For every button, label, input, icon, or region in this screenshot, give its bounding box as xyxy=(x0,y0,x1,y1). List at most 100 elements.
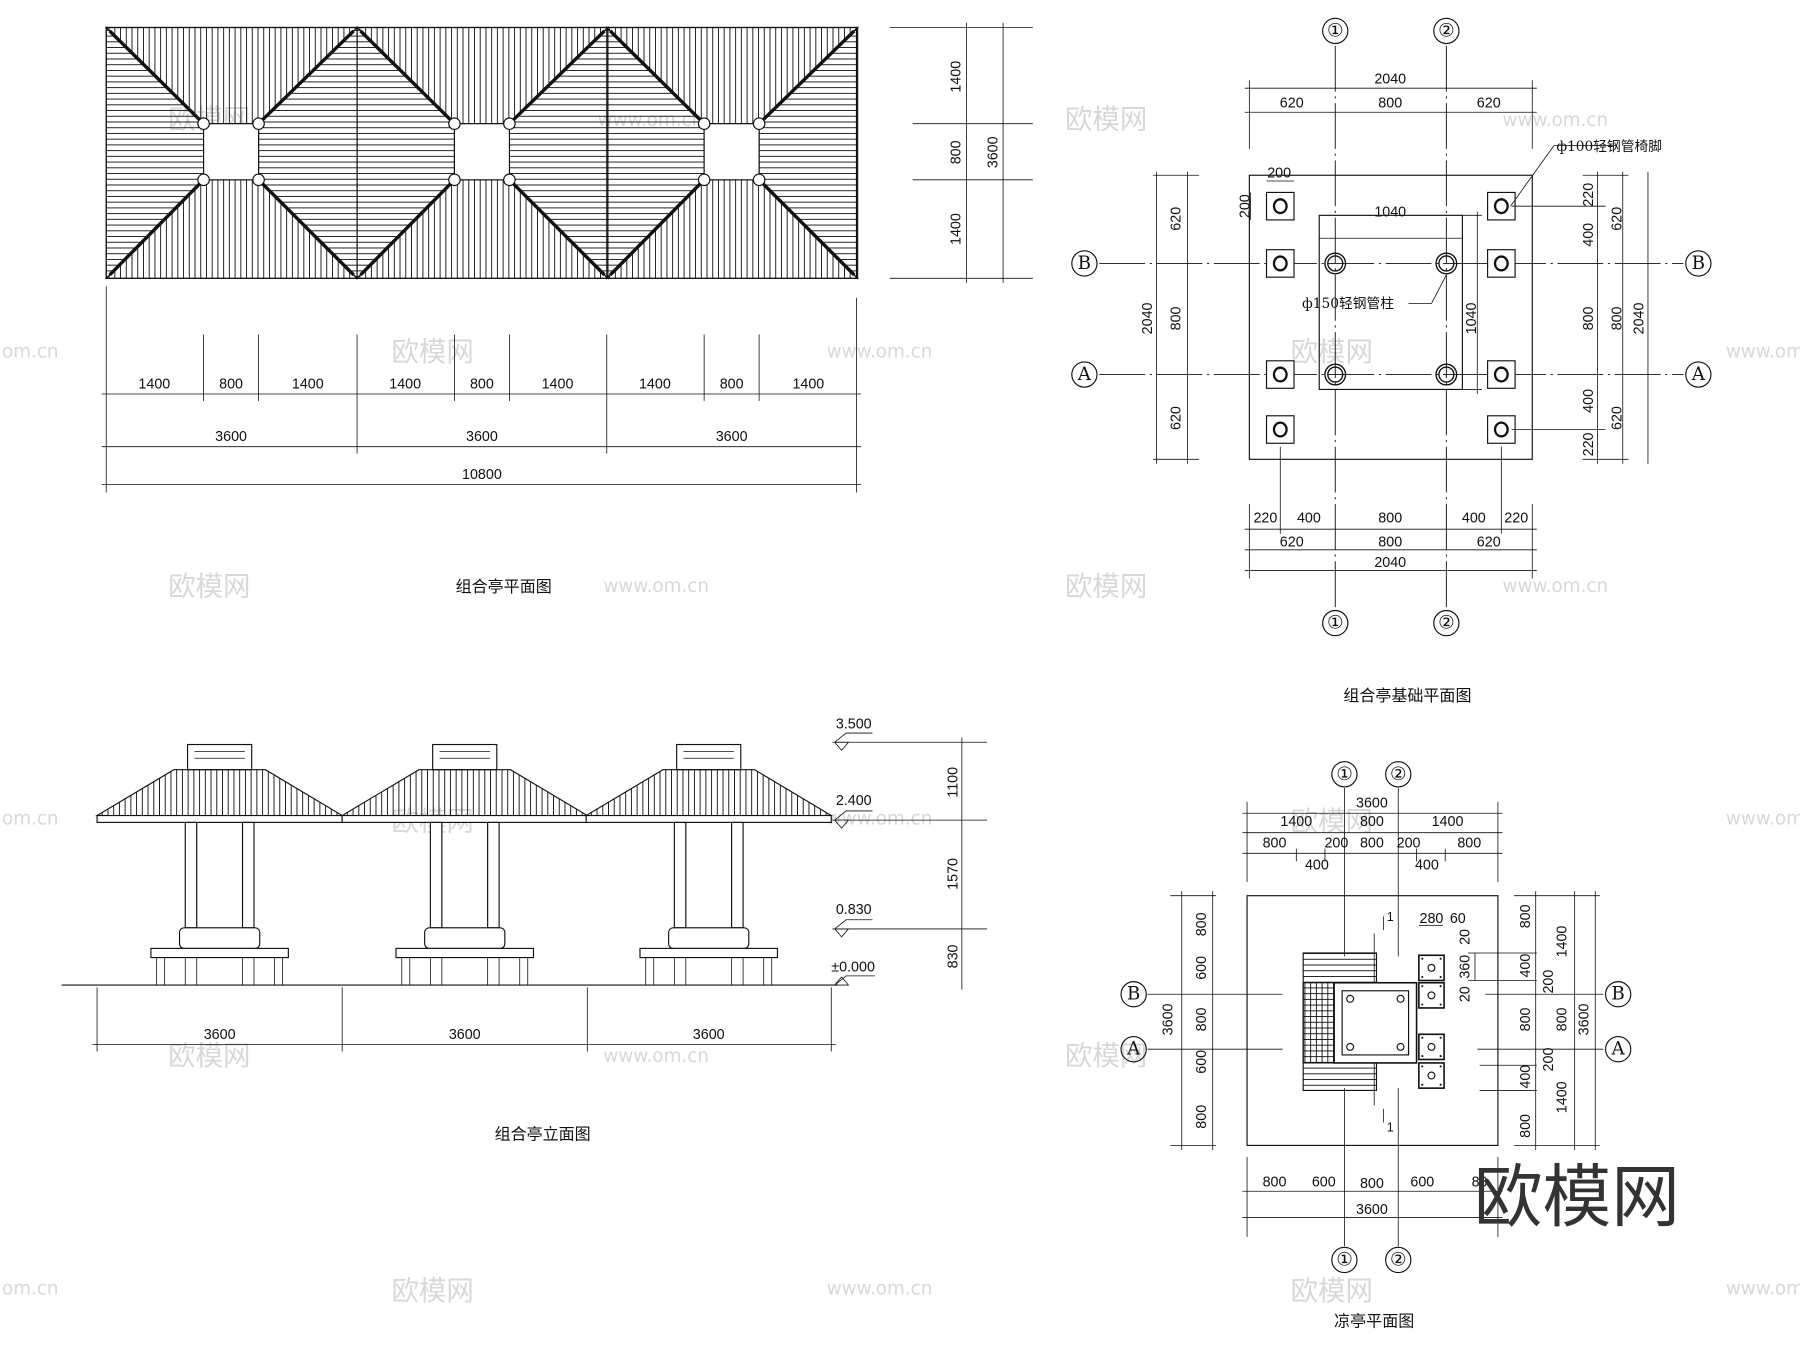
watermark: 欧模网 xyxy=(168,571,250,603)
dimension-label: 800 xyxy=(1457,836,1481,852)
dimension-label: 3600 xyxy=(204,1027,236,1043)
dimension-label: 400 xyxy=(1305,857,1329,873)
watermark: www.om.cn xyxy=(1726,341,1800,362)
axis-label: A xyxy=(1077,364,1092,385)
combined-pavilion-plan: 1400 800 1400 1400 800 1400 1400 800 140… xyxy=(101,22,1033,596)
dimension-label: 800 xyxy=(1555,1007,1571,1031)
dimension-label: 200 xyxy=(1541,970,1557,994)
watermark: www.om.cn xyxy=(603,576,709,597)
dimension-label: 2040 xyxy=(1631,302,1647,334)
section-mark: 1 xyxy=(1387,910,1394,924)
dimension-label: 3600 xyxy=(716,429,748,445)
dimension-label: 400 xyxy=(1581,223,1597,247)
dimension-label: 800 xyxy=(1194,1105,1210,1129)
dimension-label: 400 xyxy=(1518,954,1534,978)
axis-label: B xyxy=(1078,253,1091,274)
dimension-label: 200 xyxy=(1324,836,1348,852)
dimension-label: 3600 xyxy=(1576,1003,1592,1035)
dimension-label: 800 xyxy=(949,140,965,164)
watermark: 欧模网 xyxy=(1291,336,1373,368)
dimension-label: 620 xyxy=(1477,534,1501,550)
dimension-label: 3600 xyxy=(1356,796,1388,812)
dimension-label: 200 xyxy=(1237,194,1253,218)
watermark: www.om.cn xyxy=(1502,576,1608,597)
level-mark: 2.400 xyxy=(836,793,872,809)
note-chair-leg: ф100轻钢管椅脚 xyxy=(1556,139,1662,155)
dimension-label: 3600 xyxy=(1356,1202,1388,1218)
combined-pavilion-elevation: 3.500 2.400 0.830 ±0.000 1100 1570 830 3… xyxy=(61,716,988,1144)
axis-label: ① xyxy=(1336,764,1352,785)
dimension-label: 400 xyxy=(1581,389,1597,413)
watermark: www.om.cn xyxy=(1502,110,1608,131)
axis-label: ① xyxy=(1336,1249,1352,1270)
dimension-label: 1100 xyxy=(945,767,961,798)
axis-label: ① xyxy=(1327,613,1343,634)
dimension-label: 2040 xyxy=(1374,72,1406,88)
dimension-label: 20 xyxy=(1457,929,1473,945)
dimension-label: 400 xyxy=(1415,857,1439,873)
level-mark: 0.830 xyxy=(836,902,872,918)
dimension-label: 800 xyxy=(219,376,243,392)
watermark: 欧模网 xyxy=(1065,571,1147,603)
dimension-label: 2040 xyxy=(1374,555,1406,571)
axis-label: B xyxy=(1127,984,1140,1005)
dimension-label: 400 xyxy=(1297,510,1321,526)
watermark: 欧模网 xyxy=(168,1040,250,1072)
watermark: om.cn xyxy=(2,809,59,830)
drawing-title: 组合亭立面图 xyxy=(495,1125,591,1144)
dimension-label: 620 xyxy=(1280,96,1304,112)
dimension-label: 1400 xyxy=(1555,926,1571,958)
watermark: www.om.cn xyxy=(827,1278,933,1299)
dimension-label: 800 xyxy=(1378,534,1402,550)
drawing-title: 凉亭平面图 xyxy=(1334,1311,1414,1330)
drawing-title: 组合亭平面图 xyxy=(456,577,552,596)
dimension-label: 800 xyxy=(1360,836,1384,852)
axis-label: ② xyxy=(1438,613,1454,634)
dimension-label: 800 xyxy=(1194,1007,1210,1031)
dimension-label: 1400 xyxy=(1280,814,1312,830)
section-mark: 1 xyxy=(1387,1121,1394,1135)
dimension-label: 360 xyxy=(1457,955,1473,979)
dimension-label: 800 xyxy=(1518,1007,1534,1031)
dimension-label: 3600 xyxy=(466,429,498,445)
dimension-label: 220 xyxy=(1581,432,1597,456)
watermark: www.om.cn xyxy=(1726,809,1800,830)
dimension-label: 800 xyxy=(1610,306,1626,330)
dimension-label: 80 xyxy=(1472,1175,1488,1191)
dimension-label: 1400 xyxy=(792,376,824,392)
dimension-label: 1400 xyxy=(292,376,324,392)
watermarks: 欧模网 www.om.cn 欧模网 www.om.cn om.cn 欧模网 ww… xyxy=(2,103,1800,1307)
dimension-label: 220 xyxy=(1504,510,1528,526)
dimension-label: 800 xyxy=(720,376,744,392)
dimension-label: 280 xyxy=(1420,911,1444,927)
dimension-label: 620 xyxy=(1169,207,1185,231)
watermark: www.om.cn xyxy=(1726,1278,1800,1299)
watermark: 欧模网 xyxy=(1065,103,1147,135)
dimension-label: 800 xyxy=(1518,1114,1534,1138)
dimension-label: 620 xyxy=(1477,96,1501,112)
dimension-label: 2040 xyxy=(1140,302,1156,334)
dimension-label: 600 xyxy=(1410,1175,1434,1191)
axis-label: A xyxy=(1126,1039,1141,1060)
dimension-label: 3600 xyxy=(985,136,1001,168)
dimension-label: 200 xyxy=(1541,1048,1557,1072)
dimension-label: 800 xyxy=(1263,836,1287,852)
dimension-label: 800 xyxy=(1263,1175,1287,1191)
dimension-label: 620 xyxy=(1610,406,1626,430)
dimension-label: 830 xyxy=(945,944,961,968)
dimension-label: 800 xyxy=(1378,96,1402,112)
dimension-label: 1570 xyxy=(945,858,961,890)
dimension-label: 800 xyxy=(1378,510,1402,526)
dimension-label: 620 xyxy=(1169,406,1185,430)
drawing-title: 组合亭基础平面图 xyxy=(1343,686,1471,705)
watermark: www.om.cn xyxy=(827,341,933,362)
dimension-label: 200 xyxy=(1267,166,1291,182)
watermark: om.cn xyxy=(2,341,59,362)
dimension-label: 600 xyxy=(1194,1050,1210,1074)
dimension-label: 220 xyxy=(1253,510,1277,526)
watermark: www.om.cn xyxy=(603,1046,709,1067)
axis-label: B xyxy=(1611,984,1624,1005)
dimension-label: 10800 xyxy=(462,467,502,483)
axis-label: ② xyxy=(1438,20,1454,41)
